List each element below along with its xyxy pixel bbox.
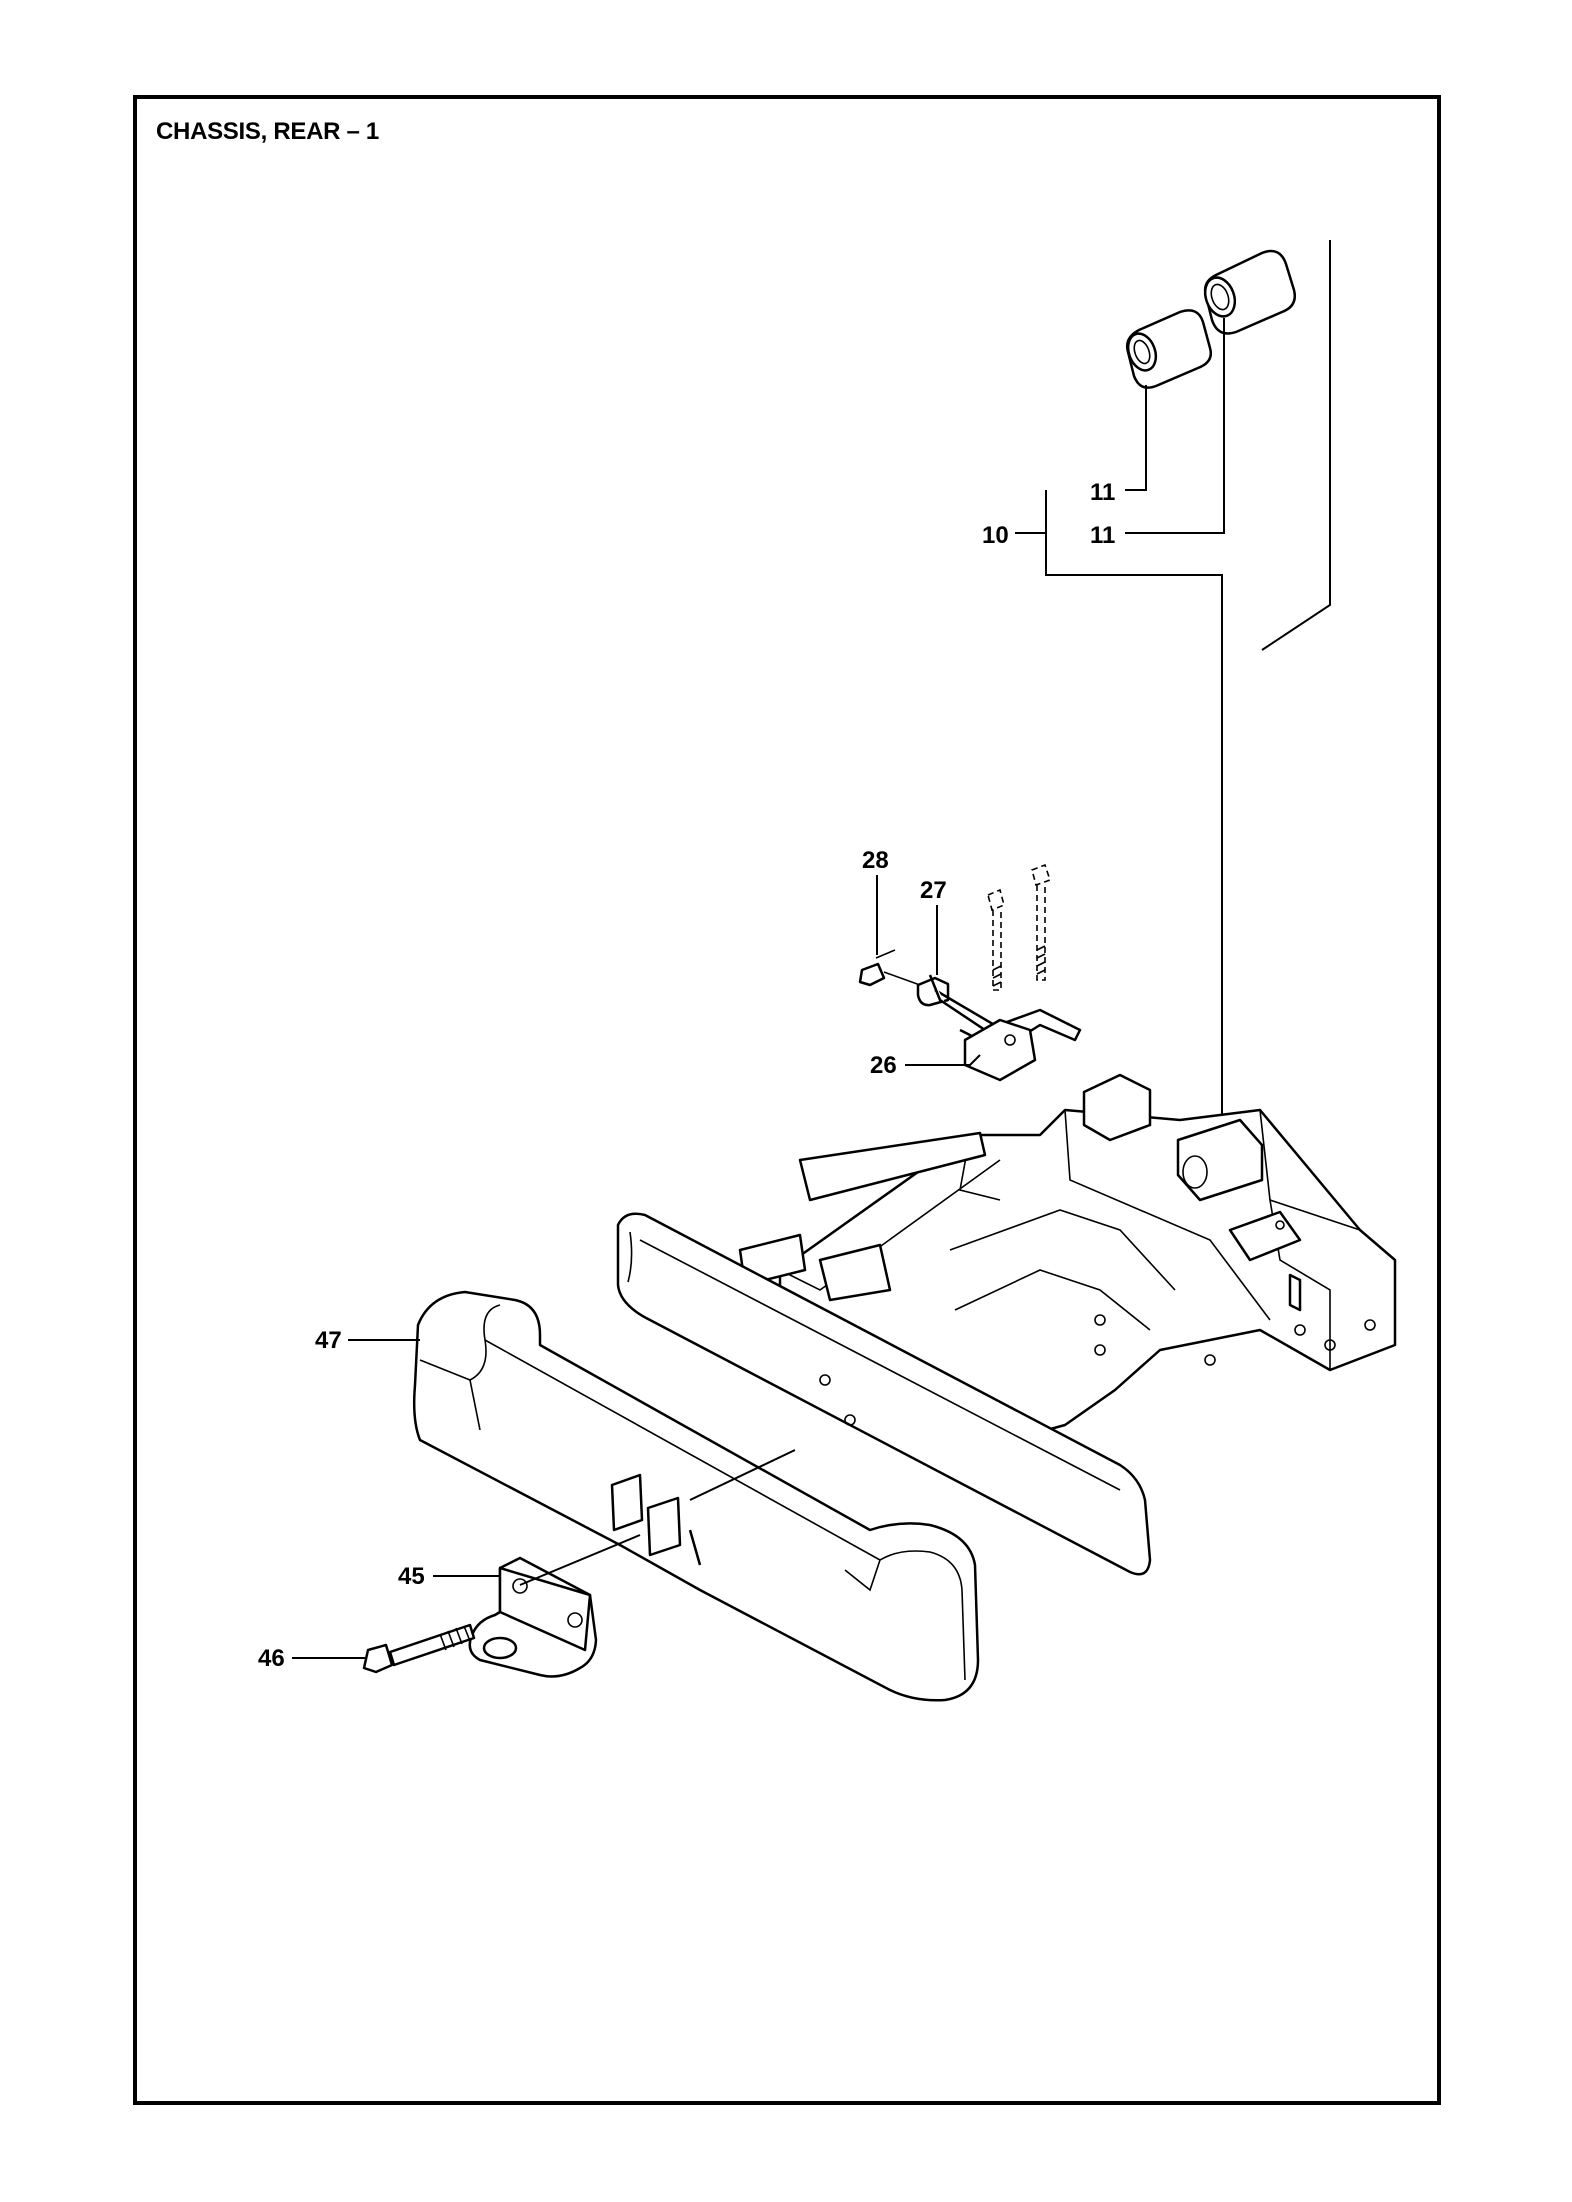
callout-45: 45 (398, 1563, 425, 1590)
bushing-upper (1203, 249, 1296, 335)
callout-11-lower: 11 (1090, 522, 1115, 549)
callout-28: 28 (862, 847, 889, 874)
callout-26: 26 (870, 1052, 897, 1079)
hitch-bracket (468, 1556, 598, 1678)
mounting-bolt-right (1031, 863, 1052, 981)
callout-11-upper: 11 (1090, 479, 1115, 506)
callout-10: 10 (982, 522, 1009, 549)
callout-46: 46 (258, 1645, 285, 1672)
bumper-beam (616, 1212, 1152, 1576)
callout-47: 47 (315, 1327, 342, 1354)
hitch-bolt (362, 1623, 476, 1674)
callout-27: 27 (920, 877, 947, 904)
bushing-lower (1125, 309, 1212, 389)
diagram-frame (133, 95, 1441, 2105)
page-title: CHASSIS, REAR – 1 (156, 118, 379, 145)
mounting-bolt-left (987, 888, 1005, 991)
rear-chassis-frame (738, 1073, 1397, 1442)
